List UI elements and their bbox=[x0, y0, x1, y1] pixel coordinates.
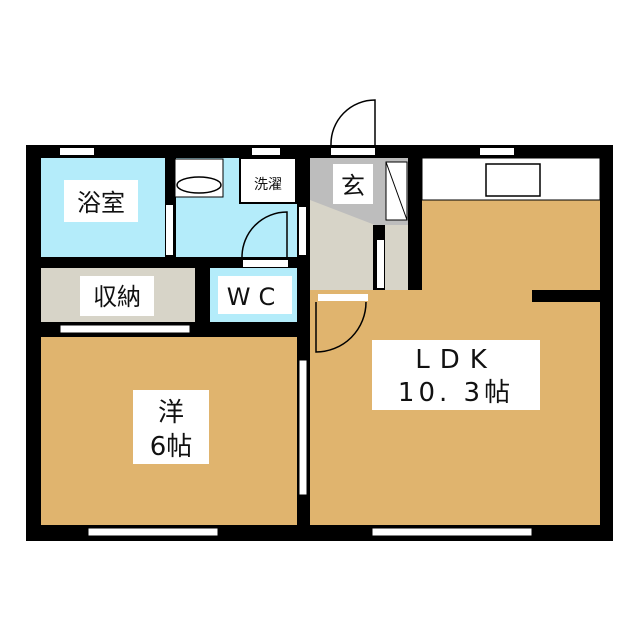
window bbox=[87, 527, 219, 537]
closet-door bbox=[377, 240, 384, 288]
western-room-size: 6帖 bbox=[150, 432, 193, 462]
wc-label: WC bbox=[227, 283, 284, 311]
storage-label: 収納 bbox=[93, 283, 141, 311]
ldk-door-opening bbox=[318, 294, 368, 301]
bath-label: 浴室 bbox=[77, 189, 125, 217]
window bbox=[480, 148, 514, 155]
ldk-label-bg bbox=[372, 340, 540, 410]
ldk-label: LDK bbox=[415, 345, 497, 375]
entrance-label: 玄 bbox=[341, 172, 365, 200]
ldk-size: 10. 3帖 bbox=[398, 378, 514, 408]
bath-label-bg bbox=[64, 180, 138, 222]
entrance-label-bg bbox=[333, 164, 373, 204]
entrance-door-swing bbox=[330, 99, 376, 146]
wc-door-swing bbox=[241, 211, 288, 258]
laundry-label: 洗濯 bbox=[254, 177, 282, 193]
western-room-label: 洋 bbox=[158, 398, 184, 428]
entrance-door-opening bbox=[331, 148, 375, 155]
washroom-door bbox=[299, 207, 306, 255]
western-label-bg bbox=[133, 390, 209, 464]
wc-door-opening bbox=[243, 260, 288, 267]
window bbox=[371, 527, 533, 537]
window bbox=[60, 148, 94, 155]
storage-sliding-door bbox=[59, 324, 191, 334]
bath-door bbox=[166, 205, 173, 255]
shoe-rack-diagonal bbox=[385, 161, 408, 221]
ldk-door-swing bbox=[315, 301, 367, 353]
western-sliding-door bbox=[298, 359, 308, 496]
kitchen-sink bbox=[485, 163, 541, 197]
ldk-room-lower bbox=[310, 302, 600, 525]
wc-label-bg bbox=[218, 276, 292, 314]
washing-machine-space bbox=[239, 157, 297, 204]
window bbox=[252, 148, 280, 155]
storage-label-bg bbox=[80, 276, 154, 316]
ldk-stub-wall bbox=[532, 290, 600, 302]
basin-bowl bbox=[176, 176, 222, 194]
